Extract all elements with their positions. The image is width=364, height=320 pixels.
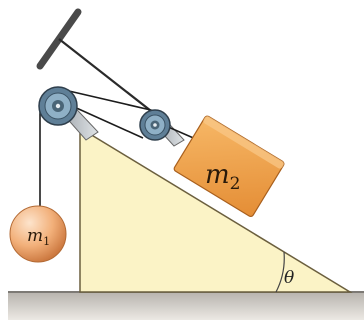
m1-symbol: m xyxy=(27,226,43,246)
ball-m1-label: m1 xyxy=(27,226,50,248)
rope-top xyxy=(55,87,156,112)
angle-label: θ xyxy=(284,268,294,288)
angle-arc xyxy=(275,251,285,293)
pulley-2 xyxy=(139,109,171,141)
block-m2 xyxy=(173,115,285,218)
rope-bottom xyxy=(71,105,144,139)
block-m2-label: m2 xyxy=(205,160,240,194)
pulley-1 xyxy=(38,86,78,126)
m2-symbol: m xyxy=(205,160,230,190)
mount-rod xyxy=(58,38,161,119)
m2-subscript: 2 xyxy=(230,174,241,194)
m1-subscript: 1 xyxy=(43,235,50,248)
hanging-mass-m1 xyxy=(9,205,67,263)
incline-wedge xyxy=(79,126,353,293)
ground xyxy=(8,292,364,320)
